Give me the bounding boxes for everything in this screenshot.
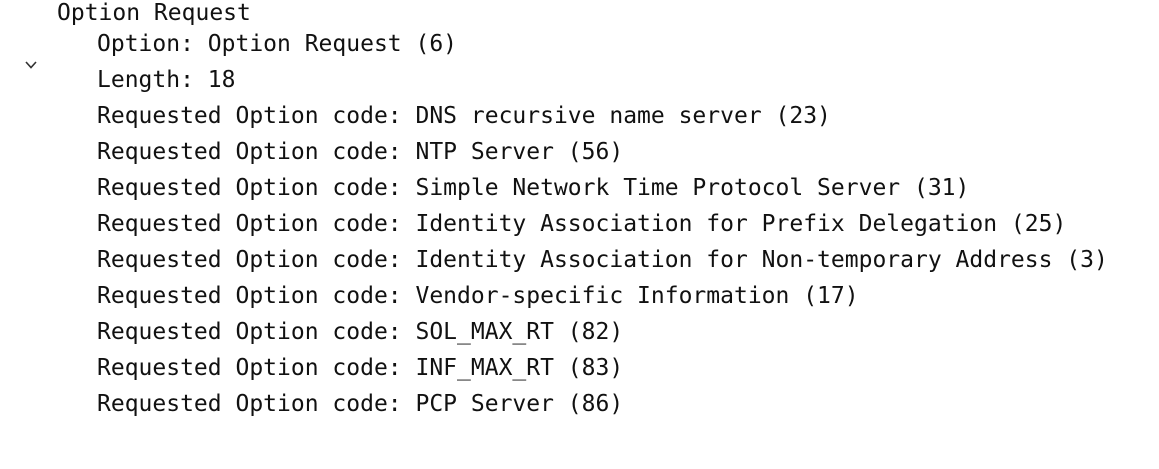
tree-field-row[interactable]: Requested Option code: Identity Associat… [0,211,1159,247]
tree-field-row[interactable]: Requested Option code: PCP Server (86) [0,391,1159,427]
tree-field-row[interactable]: Requested Option code: NTP Server (56) [0,139,1159,175]
requested-option-code-field[interactable]: Requested Option code: Vendor-specific I… [97,283,859,309]
tree-field-row[interactable]: Requested Option code: SOL_MAX_RT (82) [0,319,1159,355]
tree-field-row[interactable]: Requested Option code: INF_MAX_RT (83) [0,355,1159,391]
tree-field-row[interactable]: Requested Option code: DNS recursive nam… [0,103,1159,139]
option-request-node[interactable]: Option Request [0,0,1159,69]
option-request-label[interactable]: Option Request [57,0,251,26]
requested-option-code-field[interactable]: Requested Option code: DNS recursive nam… [97,103,831,129]
requested-option-code-field[interactable]: Requested Option code: Identity Associat… [97,211,1067,237]
length-field[interactable]: Length: 18 [97,67,236,93]
tree-field-row[interactable]: Requested Option code: Vendor-specific I… [0,283,1159,319]
tree-field-row[interactable]: Requested Option code: Simple Network Ti… [0,175,1159,211]
requested-option-code-field[interactable]: Requested Option code: PCP Server (86) [97,391,624,417]
tree-field-row[interactable]: Option: Option Request (6) [0,31,1159,67]
requested-option-code-field[interactable]: Requested Option code: Identity Associat… [97,247,1108,273]
packet-detail-tree: Option Request Option: Option Request (6… [0,0,1159,427]
requested-option-code-field[interactable]: Requested Option code: SOL_MAX_RT (82) [97,319,624,345]
requested-option-code-field[interactable]: Requested Option code: INF_MAX_RT (83) [97,355,624,381]
chevron-down-icon[interactable] [24,6,38,69]
tree-field-row[interactable]: Requested Option code: Identity Associat… [0,247,1159,283]
tree-field-row[interactable]: Length: 18 [0,67,1159,103]
requested-option-code-field[interactable]: Requested Option code: Simple Network Ti… [97,175,970,201]
requested-option-code-field[interactable]: Requested Option code: NTP Server (56) [97,139,624,165]
option-field[interactable]: Option: Option Request (6) [97,31,458,57]
